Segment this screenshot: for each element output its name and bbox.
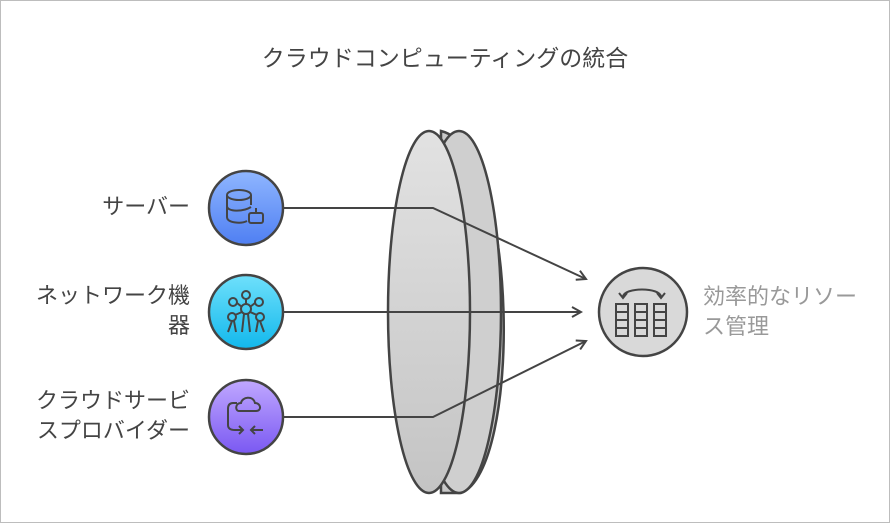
connector-cloud [284, 341, 586, 418]
label-output-line1: 効率的なリソー [703, 285, 858, 310]
cloud-node [207, 378, 285, 456]
output-node [597, 266, 689, 358]
label-cloud: クラウドサービ スプロバイダー [36, 387, 190, 447]
database-robot-icon [226, 189, 264, 224]
network-atomium-icon [227, 290, 265, 333]
label-server: サーバー [102, 195, 190, 220]
diagram-title: クラウドコンピューティングの統合 [261, 46, 629, 72]
connector-server [284, 207, 586, 279]
label-network-line1: ネットワーク機 [35, 284, 190, 309]
label-output-line2: ス管理 [703, 315, 770, 340]
label-network: ネットワーク機 器 [36, 282, 190, 342]
connectors [284, 207, 586, 418]
label-output: 効率的なリソー ス管理 [703, 283, 857, 343]
cloud-sync-icon [227, 396, 263, 435]
label-cloud-line2: スプロバイダー [36, 419, 190, 444]
label-cloud-line1: クラウドサービ [35, 389, 190, 414]
network-node [207, 273, 285, 351]
label-network-line2: 器 [167, 314, 190, 339]
resource-table-swap-icon [615, 288, 667, 337]
server-node [207, 169, 285, 247]
